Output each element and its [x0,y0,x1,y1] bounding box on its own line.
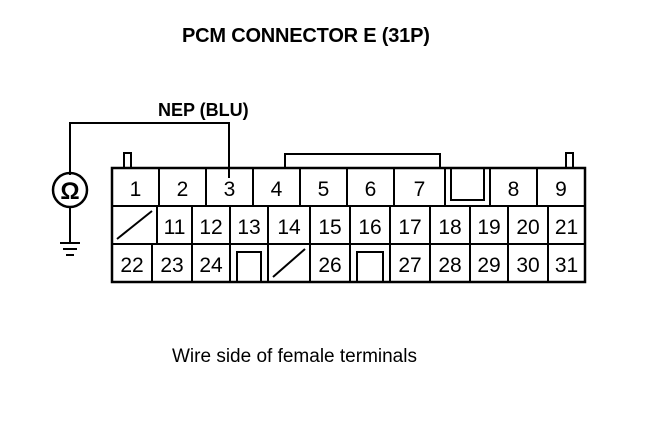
terminal-number: 28 [438,254,461,277]
terminal-number: 13 [237,216,260,239]
key-notch [230,251,268,283]
terminal-cell: 11 [156,205,193,245]
terminal-cell: 14 [267,205,311,245]
left-post [123,152,132,168]
terminal-cell: 20 [507,205,549,245]
terminal-cell: 18 [429,205,471,245]
terminal-cell [111,205,158,245]
ohmmeter-circuit [51,122,230,256]
terminal-number: 31 [555,254,578,277]
terminal-cell: 27 [389,243,431,283]
terminal-cell: 22 [111,243,153,283]
terminal-cell [229,243,269,283]
latch-tab [284,153,441,168]
terminal-cell [445,167,490,207]
terminal-cell: 26 [309,243,351,283]
terminal-cell: 2 [158,167,207,207]
terminal-number: 18 [438,216,461,239]
terminal-number: 19 [477,216,500,239]
terminal-cell: 16 [349,205,391,245]
terminal-cell: 19 [469,205,509,245]
terminal-cell: 7 [393,167,446,207]
terminal-cell: 12 [191,205,231,245]
terminal-number: 5 [318,178,330,201]
terminal-cell: 30 [507,243,549,283]
terminal-cell: 8 [489,167,538,207]
terminal-cell: 1 [111,167,160,207]
terminal-cell [267,243,311,283]
terminal-number: 12 [199,216,222,239]
terminal-number: 21 [555,216,578,239]
key-notch [350,251,390,283]
terminal-number: 1 [130,178,142,201]
terminal-cell: 4 [252,167,301,207]
terminal-cell: 29 [469,243,509,283]
right-post [565,152,574,168]
terminal-cell: 17 [389,205,431,245]
terminal-number: 20 [516,216,539,239]
connector-housing [123,152,574,168]
terminal-cell: 21 [547,205,586,245]
terminal-cell: 5 [299,167,348,207]
terminal-cell: 28 [429,243,471,283]
terminal-cell: 9 [536,167,586,207]
terminal-number: 15 [318,216,341,239]
caption: Wire side of female terminals [172,346,417,367]
terminal-number: 3 [224,178,236,201]
terminal-number: 27 [398,254,421,277]
terminal-cell: 13 [229,205,269,245]
terminal-number: 7 [414,178,426,201]
terminal-number: 16 [358,216,381,239]
terminal-cell: 15 [309,205,351,245]
terminal-number: 14 [277,216,301,239]
diagram-title: PCM CONNECTOR E (31P) [182,25,430,47]
terminal-number: 2 [177,178,189,201]
terminal-cell [349,243,391,283]
terminal-number: 11 [164,216,186,239]
terminal-number: 9 [555,178,567,201]
key-notch [445,167,490,201]
terminal-cell: 6 [346,167,395,207]
ground-icon [60,242,80,256]
terminal-number: 23 [160,254,183,277]
terminal-number: 29 [477,254,500,277]
terminal-number: 17 [398,216,421,239]
terminal-number: 8 [508,178,520,201]
terminal-number: 30 [516,254,539,277]
wire-label: NEP (BLU) [158,100,249,120]
terminal-number: 22 [120,254,143,277]
terminal-number: 4 [271,178,283,201]
terminal-cell: 31 [547,243,586,283]
connector-outline [110,166,587,284]
terminal-cell: 24 [191,243,231,283]
ohm-symbol: Ω [60,178,79,205]
terminal-cell: 23 [151,243,193,283]
terminal-number: 24 [199,254,223,277]
probe-wire [69,122,230,178]
blocked-slash [272,248,306,278]
terminal-number: 26 [318,254,341,277]
blocked-slash [116,210,153,240]
terminal-number: 6 [365,178,377,201]
